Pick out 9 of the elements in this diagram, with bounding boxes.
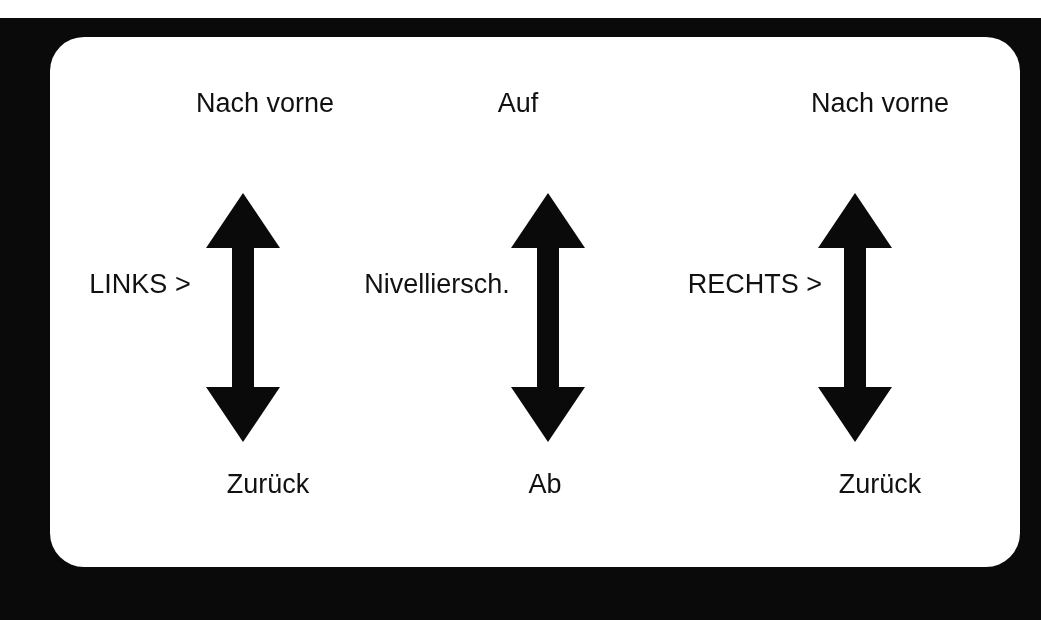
direction-label: Auf — [497, 87, 539, 119]
direction-label: LINKS > — [89, 268, 191, 300]
direction-label: Nivelliersch. — [364, 268, 510, 300]
direction-label: Nach vorne — [810, 87, 950, 119]
direction-label: Nach vorne — [195, 87, 335, 119]
direction-label: Zurück — [838, 468, 922, 500]
direction-label: Zurück — [226, 468, 310, 500]
direction-label: RECHTS > — [687, 268, 823, 300]
direction-label: Ab — [528, 468, 562, 500]
